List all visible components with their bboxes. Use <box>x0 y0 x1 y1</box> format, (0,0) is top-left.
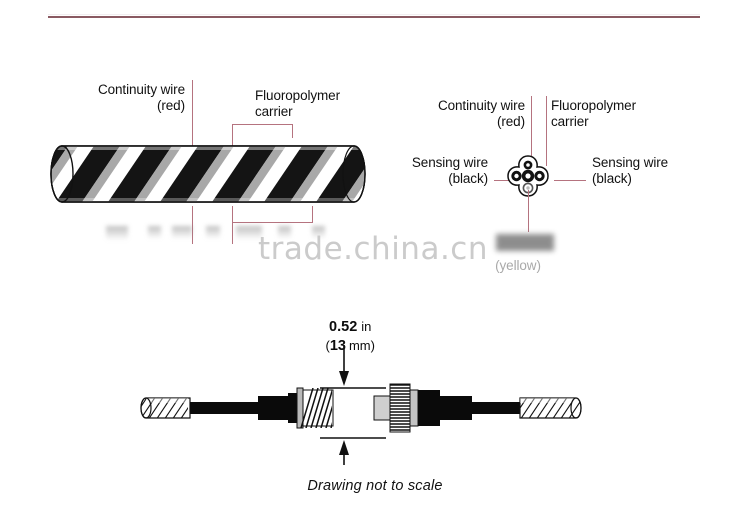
braid-label-continuity-wire-line2: (red) <box>156 98 185 113</box>
xsection-leader-fluoropolymer <box>546 96 547 166</box>
xsection-label-sensing-wire-right-line2: (black) <box>592 171 632 186</box>
xsection-label-bottom-redacted <box>496 234 554 251</box>
connector-assembly-left <box>140 376 340 440</box>
dimension-value-inches: 0.52 <box>329 319 358 335</box>
xsection-label-continuity-wire-line2: (red) <box>496 114 525 129</box>
braid-leader-fluoropolymer-bridge <box>232 124 292 125</box>
braid-label-redacted-6 <box>278 226 291 244</box>
braid-leader-lower-right-prong <box>312 206 313 223</box>
braid-label-continuity-wire-line1: Continuity wire <box>97 82 185 97</box>
xsection-label-fluoropolymer-line1: Fluoropolymer <box>551 98 636 113</box>
top-rule-highlight <box>48 14 700 15</box>
xsection-leader-sensing-wire-right <box>554 180 586 181</box>
dimension-value-mm: 13 <box>329 338 346 354</box>
braid-leader-fluoropolymer-right <box>292 124 293 138</box>
xsection-label-sensing-wire-right-line1: Sensing wire <box>592 155 669 170</box>
cable-cross-section-symbol <box>500 152 556 210</box>
top-divider-rule <box>48 16 700 18</box>
braid-label-redacted-5 <box>236 226 262 245</box>
dimension-close-paren: ) <box>370 338 375 353</box>
braid-leader-lower-center <box>192 206 193 244</box>
braid-label-redacted-3 <box>172 226 192 244</box>
dimension-open-paren: ( <box>325 338 330 353</box>
dimension-unit-mm: mm <box>348 338 371 353</box>
dimension-annotation <box>300 345 410 465</box>
braid-label-redacted-4 <box>206 226 220 244</box>
xsection-leader-continuity-wire <box>531 96 532 172</box>
watermark-text: trade.china.cn <box>258 231 488 267</box>
braid-leader-fluoropolymer-left <box>232 124 233 150</box>
braid-label-fluoropolymer-line1: Fluoropolymer <box>255 88 340 103</box>
xsection-label-bottom-line2: (yellow) <box>495 258 541 273</box>
xsection-label-sensing-wire-left-line1: Sensing wire <box>411 155 488 170</box>
xsection-label-fluoropolymer-line2: carrier <box>551 114 589 129</box>
xsection-leader-bottom-wire <box>528 190 529 232</box>
braid-label-redacted-2 <box>148 226 161 244</box>
xsection-label-continuity-wire-line1: Continuity wire <box>437 98 525 113</box>
braid-label-redacted-1 <box>106 226 128 246</box>
braid-label-redacted-7 <box>312 226 325 244</box>
braided-cable-illustration <box>48 143 368 205</box>
braid-leader-continuity-wire <box>192 80 193 150</box>
xsection-label-sensing-wire-left-line2: (black) <box>448 171 488 186</box>
figure-caption: Drawing not to scale <box>307 478 443 494</box>
braid-label-fluoropolymer-line2: carrier <box>255 104 293 119</box>
connector-assembly-right <box>370 376 590 440</box>
dimension-unit-inches: in <box>361 319 372 334</box>
braid-leader-lower-left-prong <box>232 206 233 244</box>
braid-leader-lower-bridge <box>232 222 312 223</box>
